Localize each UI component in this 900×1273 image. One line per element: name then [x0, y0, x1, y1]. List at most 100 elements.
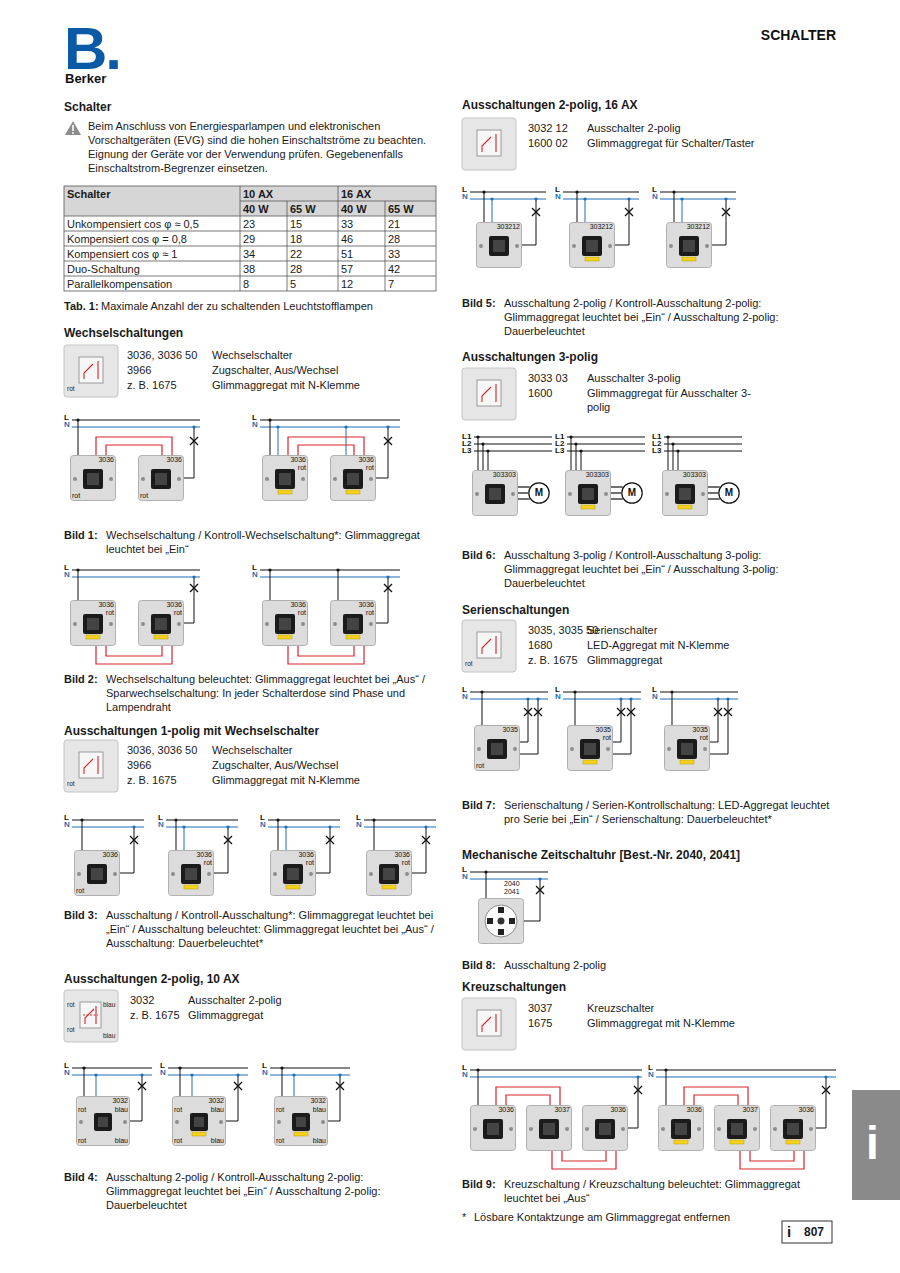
- switch-insert: 3035rot: [567, 725, 613, 771]
- article-number: 3036, 3036 50: [127, 348, 197, 362]
- screw: [570, 747, 574, 751]
- timer-segment: [498, 907, 504, 913]
- line-label: N: [64, 821, 70, 829]
- lamp-symbol: [190, 584, 198, 592]
- phase-line: [563, 191, 639, 192]
- product-thumbnail: [462, 998, 516, 1050]
- wire-color-label: rot: [67, 1026, 75, 1033]
- junction-dot: [671, 442, 674, 445]
- article-description: Ausschalter 2-polig: [188, 993, 282, 1007]
- switch-insert: 3036rot: [138, 455, 184, 501]
- feed-wire: [484, 192, 485, 222]
- junction-dot: [476, 435, 479, 438]
- article-number: 3032: [130, 993, 154, 1007]
- table-cell: 57: [341, 262, 353, 276]
- junction-dot: [670, 690, 673, 693]
- rocker-face: [489, 488, 501, 500]
- feed-wire: [478, 1070, 479, 1105]
- table-cell: 8: [243, 277, 249, 291]
- lamp-symbol: [532, 208, 540, 216]
- table-cell: 46: [341, 232, 353, 246]
- lamp-wire: [388, 577, 389, 623]
- switch-insert: [477, 380, 501, 406]
- traveller-wire: [552, 1151, 616, 1169]
- lamp-wire: [629, 199, 630, 245]
- rocker-face: [287, 868, 299, 880]
- junction-dot: [484, 870, 487, 873]
- screw: [661, 1127, 665, 1131]
- motor-wire: [518, 498, 530, 499]
- glow-lamp: [294, 1132, 308, 1136]
- product-thumbnail: [64, 345, 118, 397]
- phase-line: [72, 569, 200, 570]
- junction-dot: [526, 697, 529, 700]
- junction-dot: [178, 1066, 181, 1069]
- rocker-face: [155, 618, 167, 630]
- contact-symbol: [482, 636, 496, 654]
- lamp-symbol: [234, 1082, 242, 1090]
- lamp-wire: [628, 1128, 638, 1129]
- neutral-line: [72, 426, 200, 427]
- figure-caption: Serienschaltung / Serien-Kontrollschaltu…: [504, 798, 836, 826]
- switch-insert: [80, 1002, 101, 1028]
- junction-dot: [94, 1073, 97, 1076]
- feed-wire: [278, 820, 279, 850]
- article-number: 3036: [166, 601, 182, 609]
- phase-line: [660, 191, 736, 192]
- wire-color-label: rot: [402, 859, 410, 867]
- lamp-wire: [238, 1075, 239, 1121]
- article-description: Ausschalter 3-polig: [587, 371, 757, 385]
- lamp-wire: [134, 827, 135, 873]
- line-label: N: [262, 1069, 268, 1077]
- lamp-symbol: [224, 836, 232, 844]
- lamp-symbol: [224, 836, 232, 844]
- rocker: [677, 739, 697, 759]
- insert-plate: [566, 471, 611, 516]
- switch-insert: 303212: [569, 222, 615, 268]
- traveller-wire: [298, 646, 354, 656]
- table-cell: 28: [388, 232, 400, 246]
- line-label: N: [462, 193, 468, 201]
- insert-plate: [139, 601, 184, 646]
- switch-insert: [477, 130, 501, 156]
- article-number: 303212: [497, 223, 520, 231]
- lamp-symbol: [190, 584, 198, 592]
- line-label: N: [648, 1071, 654, 1079]
- product-thumbnail: [64, 740, 118, 792]
- screw: [568, 492, 572, 496]
- rocker-face: [87, 473, 99, 485]
- article-description: Glimmaggregat mit N-Klemme: [587, 1016, 735, 1030]
- screw: [809, 1127, 813, 1131]
- article-description: Glimmaggregat: [587, 653, 662, 667]
- rocker: [190, 1113, 208, 1131]
- rocker: [94, 1113, 112, 1131]
- table-rule: [64, 276, 436, 277]
- feed-wire: [176, 820, 177, 850]
- insert-plate: [663, 471, 708, 516]
- neutral-line: [470, 1076, 642, 1077]
- traveller-wire: [562, 1151, 606, 1161]
- lamp-symbol: [722, 208, 730, 216]
- lamp-symbol: [190, 437, 198, 445]
- article-number: 3036: [98, 601, 114, 609]
- phase-line: [664, 443, 742, 444]
- table-header-band: [64, 186, 436, 216]
- phase-line: [664, 450, 742, 451]
- insert-plate: [263, 456, 308, 501]
- phase-line: [72, 419, 200, 420]
- neutral-line: [656, 1076, 836, 1077]
- article-number: 3032: [310, 1097, 326, 1105]
- lamp-symbol: [634, 1086, 642, 1094]
- junction-dot: [276, 818, 279, 821]
- table-cell: 21: [388, 217, 400, 231]
- junction-dot: [619, 697, 622, 700]
- phase-line: [656, 1069, 836, 1070]
- rocker: [343, 614, 363, 634]
- article-number: 3036: [610, 1106, 626, 1114]
- lamp-wire: [638, 1077, 639, 1128]
- table-header-cell: 65 W: [388, 202, 414, 216]
- traveller-wire: [496, 1087, 560, 1105]
- article-description: Wechselschalter: [212, 348, 293, 362]
- motor-symbol: M: [718, 482, 740, 504]
